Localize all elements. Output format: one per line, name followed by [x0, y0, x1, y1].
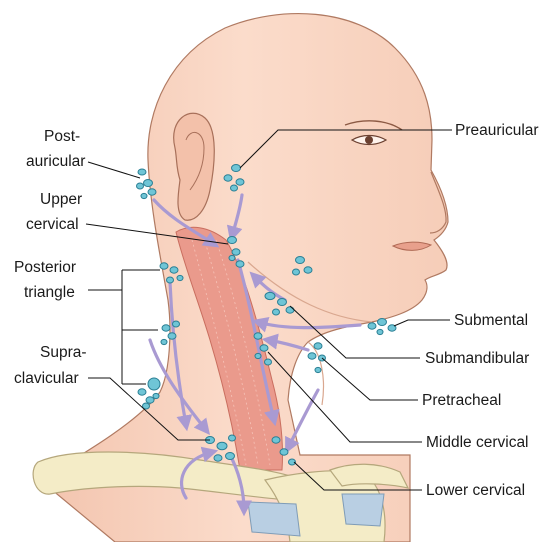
label-submental: Submental	[454, 312, 528, 329]
iris	[365, 136, 373, 144]
label-post-auricular-line2: auricular	[26, 153, 85, 170]
labels-right: Preauricular Submental Submandibular Pre…	[422, 122, 539, 499]
label-middle-cervical: Middle cervical	[426, 434, 529, 451]
leader-line-post-auricular	[88, 162, 140, 178]
label-post-auricular-line1: Post-	[44, 128, 80, 145]
leader-line-posterior-triangle	[88, 270, 160, 384]
label-submandibular: Submandibular	[425, 350, 529, 367]
label-upper-cervical-line2: cervical	[26, 216, 79, 233]
label-preauricular: Preauricular	[455, 122, 539, 139]
leader-line-pretracheal	[322, 358, 418, 400]
labels-left: Post- auricular Upper cervical Posterior…	[14, 128, 87, 387]
label-supraclavicular-line2: clavicular	[14, 370, 79, 387]
label-lower-cervical: Lower cervical	[426, 482, 525, 499]
label-upper-cervical-line1: Upper	[40, 191, 82, 208]
cartilage-left	[248, 502, 300, 536]
leader-line-submental	[394, 320, 450, 326]
cartilage-right	[342, 494, 384, 526]
label-supraclavicular-line1: Supra-	[40, 344, 87, 361]
pretracheal-nodes	[308, 343, 326, 373]
label-posterior-triangle-line1: Posterior	[14, 259, 76, 276]
label-posterior-triangle-line2: triangle	[24, 284, 75, 301]
label-pretracheal: Pretracheal	[422, 392, 501, 409]
